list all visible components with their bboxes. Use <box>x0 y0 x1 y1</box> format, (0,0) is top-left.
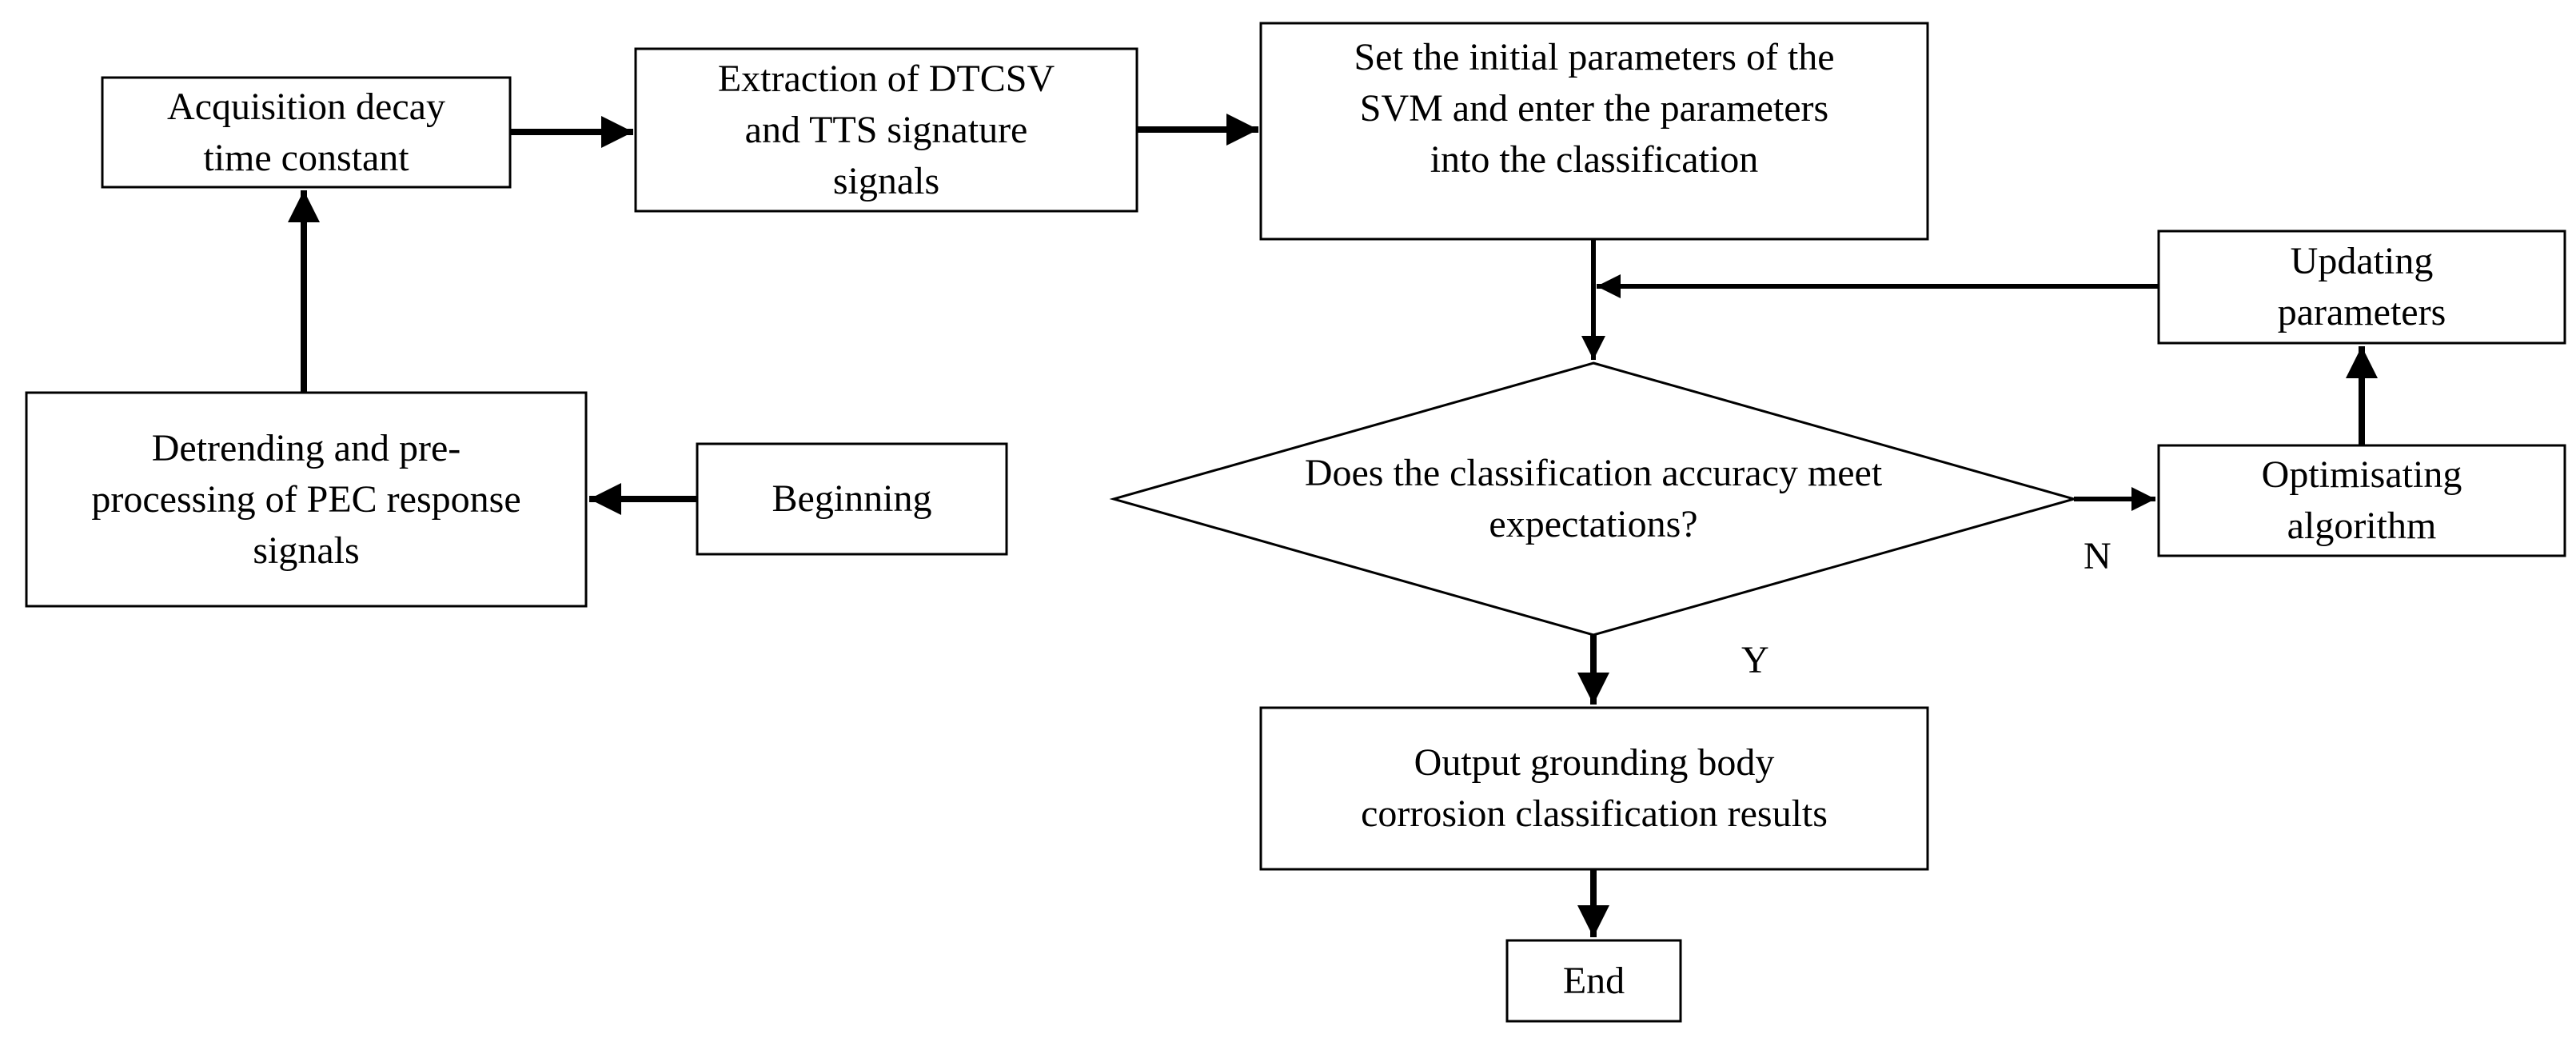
svm-init-label: Set the initial parameters of the SVM an… <box>1261 32 1928 188</box>
detrending-box <box>25 391 588 608</box>
decision-label: Does the classification accuracy meet ex… <box>1194 443 1993 555</box>
beginning-line-1: Beginning <box>772 477 932 520</box>
end-line-1: End <box>1562 959 1625 1002</box>
optimising-label: Optimisating algorithm <box>2159 445 2565 556</box>
beginning-box <box>696 442 1008 556</box>
detrending-line-1: Detrending and pre- <box>151 426 461 469</box>
svm-init-line-2: SVM and enter the parameters <box>1359 87 1829 130</box>
svm-init-box <box>1259 22 1929 241</box>
acquisition-line-2: time constant <box>203 136 409 179</box>
extraction-label: Extraction of DTCSV and TTS signature si… <box>636 49 1137 211</box>
end-box <box>1505 939 1682 1023</box>
detrending-line-3: signals <box>253 529 360 572</box>
detrending-line-2: processing of PEC response <box>91 477 521 521</box>
acquisition-label: Acquisition decay time constant <box>102 78 510 187</box>
optimising-line-1: Optimisating <box>2261 453 2462 496</box>
detrending-label: Detrending and pre- processing of PEC re… <box>26 393 586 606</box>
optimising-box <box>2157 444 2566 557</box>
output-line-1: Output grounding body <box>1414 741 1775 784</box>
output-line-2: corrosion classification results <box>1361 792 1828 835</box>
decision-line-2: expectations? <box>1489 503 1698 545</box>
end-label: End <box>1507 940 1681 1021</box>
extraction-box <box>634 47 1138 213</box>
output-label: Output grounding body corrosion classifi… <box>1261 708 1928 869</box>
updating-line-2: parameters <box>2277 291 2446 333</box>
acquisition-line-1: Acquisition decay <box>167 85 445 128</box>
svm-init-line-1: Set the initial parameters of the <box>1354 36 1835 78</box>
updating-line-1: Updating <box>2290 240 2434 282</box>
branch-label-yes: Y <box>1741 639 1769 681</box>
updating-label: Updating parameters <box>2159 231 2565 343</box>
decision-line-1: Does the classification accuracy meet <box>1304 452 1883 494</box>
extraction-line-2: and TTS signature <box>744 108 1028 151</box>
acquisition-box <box>101 76 512 189</box>
branch-label-no: N <box>2084 535 2111 577</box>
beginning-label: Beginning <box>697 444 1007 554</box>
updating-box <box>2157 230 2566 345</box>
optimising-line-2: algorithm <box>2287 505 2437 547</box>
svm-init-line-3: into the classification <box>1430 138 1759 181</box>
extraction-line-3: signals <box>832 159 940 202</box>
extraction-line-1: Extraction of DTCSV <box>717 57 1055 100</box>
